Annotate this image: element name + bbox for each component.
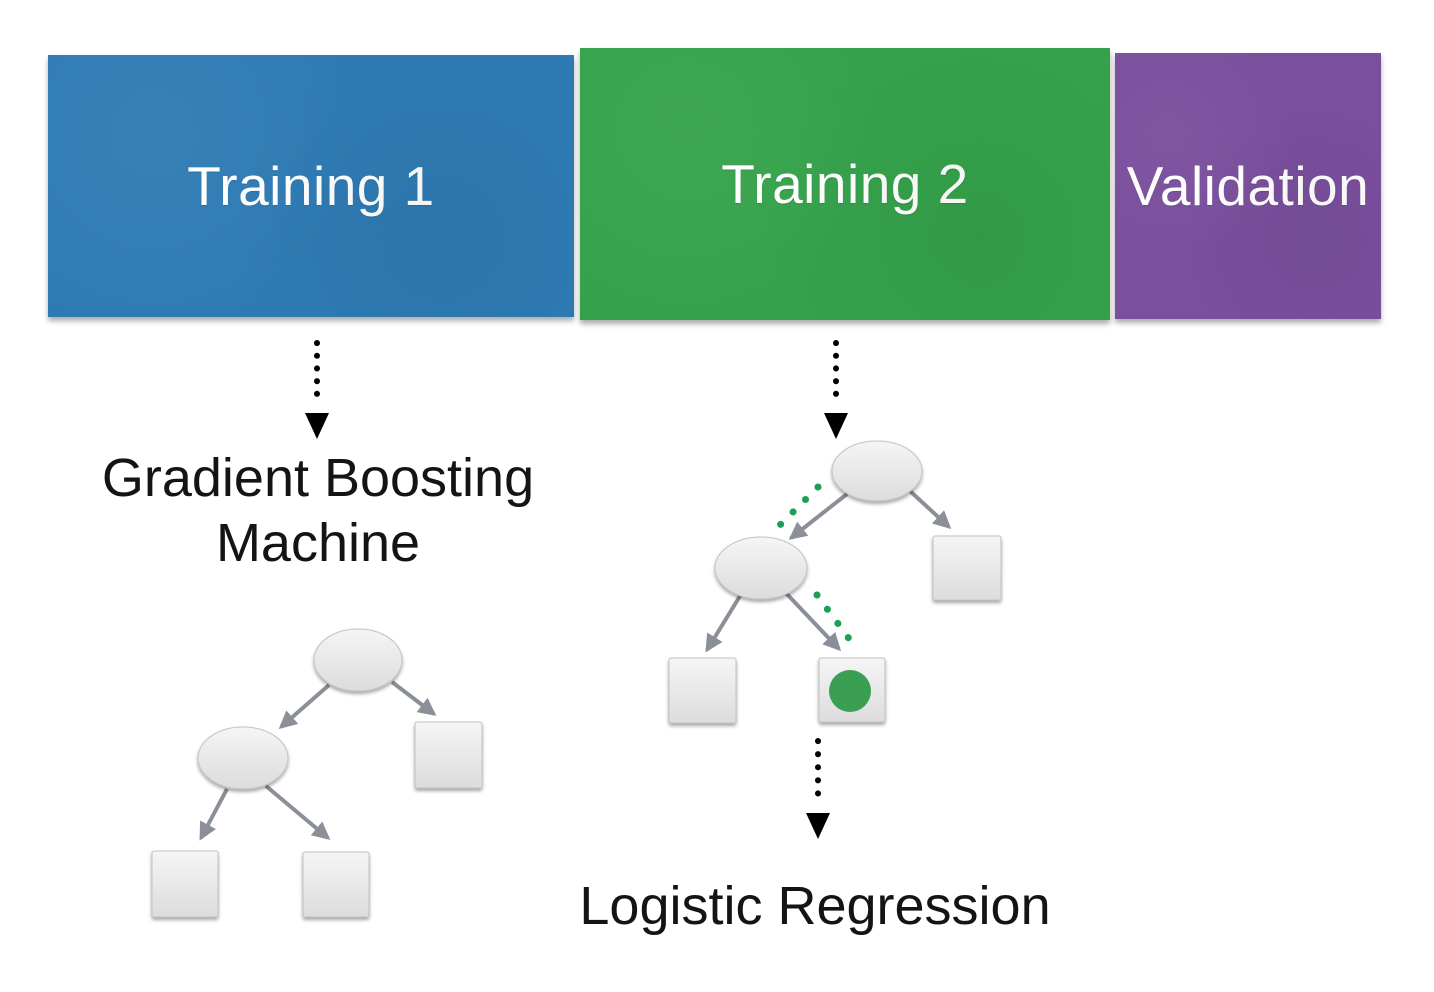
gbm-leaf-bottom-mid	[302, 851, 370, 918]
lr-internal-node	[714, 536, 808, 600]
lr-edge-root-right	[908, 489, 952, 530]
lr-tree	[668, 440, 1002, 724]
highlighted-leaf-circle	[829, 670, 871, 712]
gbm-tree	[151, 628, 483, 918]
arrowhead-icon	[305, 413, 329, 439]
dotted-arrow-leaf-to-lr	[806, 738, 830, 839]
training1-block: Training 1	[48, 55, 574, 317]
training2-label: Training 2	[721, 153, 969, 215]
gbm-label: Gradient Boosting Machine	[101, 448, 535, 573]
gbm-internal-node	[197, 726, 289, 790]
dotted-arrow-training1-to-gbm	[305, 340, 329, 439]
validation-label: Validation	[1126, 155, 1370, 217]
lr-root-node	[831, 440, 923, 502]
training2-block: Training 2	[580, 48, 1110, 320]
gbm-edge-left-leaf1	[199, 788, 229, 841]
dotted-arrow-training2-to-tree	[824, 340, 848, 439]
gbm-leaf-bottom-left	[151, 850, 219, 918]
gbm-edge-root-left	[278, 683, 331, 729]
validation-block: Validation	[1115, 53, 1381, 319]
lr-edge-root-left	[788, 492, 849, 540]
logistic-regression-label: Logistic Regression	[579, 876, 1051, 936]
lr-leaf-right	[932, 535, 1002, 601]
arrowhead-icon	[806, 813, 830, 839]
arrowhead-icon	[824, 413, 848, 439]
lr-leaf-bottom-left	[668, 657, 737, 724]
training1-label: Training 1	[187, 155, 435, 217]
gbm-edge-root-right	[390, 680, 437, 716]
gbm-root-node	[313, 628, 403, 692]
gbm-edge-left-leaf2	[264, 784, 331, 840]
lr-edge-left-leaf2	[783, 590, 842, 652]
lr-edge-left-leaf1	[705, 594, 742, 653]
gbm-leaf-right	[414, 721, 483, 789]
